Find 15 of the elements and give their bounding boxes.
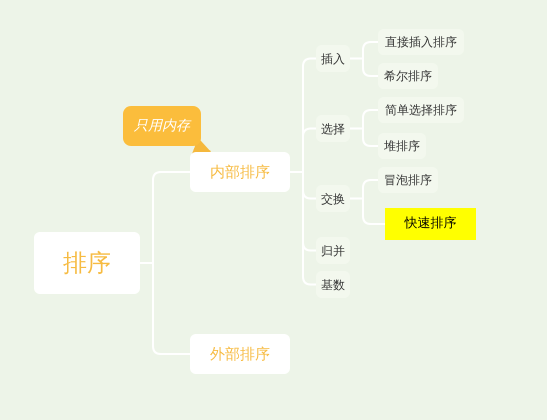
subtopic: 归并 [316, 237, 350, 264]
root-topic: 排序 [34, 232, 140, 294]
subtopic: 冒泡排序 [378, 167, 438, 193]
subtopic: 交换 [316, 185, 350, 212]
subtopic: 希尔排序 [378, 63, 438, 89]
subtopic: 选择 [316, 115, 350, 142]
highlighted-topic: 快速排序 [385, 208, 476, 240]
topic-box: 内部排序 [190, 152, 290, 192]
subtopic: 直接插入排序 [378, 29, 464, 55]
subtopic: 堆排序 [378, 133, 426, 159]
subtopic: 简单选择排序 [378, 97, 464, 123]
subtopic: 插入 [316, 45, 350, 72]
topic-box: 外部排序 [190, 334, 290, 374]
subtopic: 基数 [316, 271, 350, 298]
callout-note: 只用内存 [123, 106, 201, 146]
